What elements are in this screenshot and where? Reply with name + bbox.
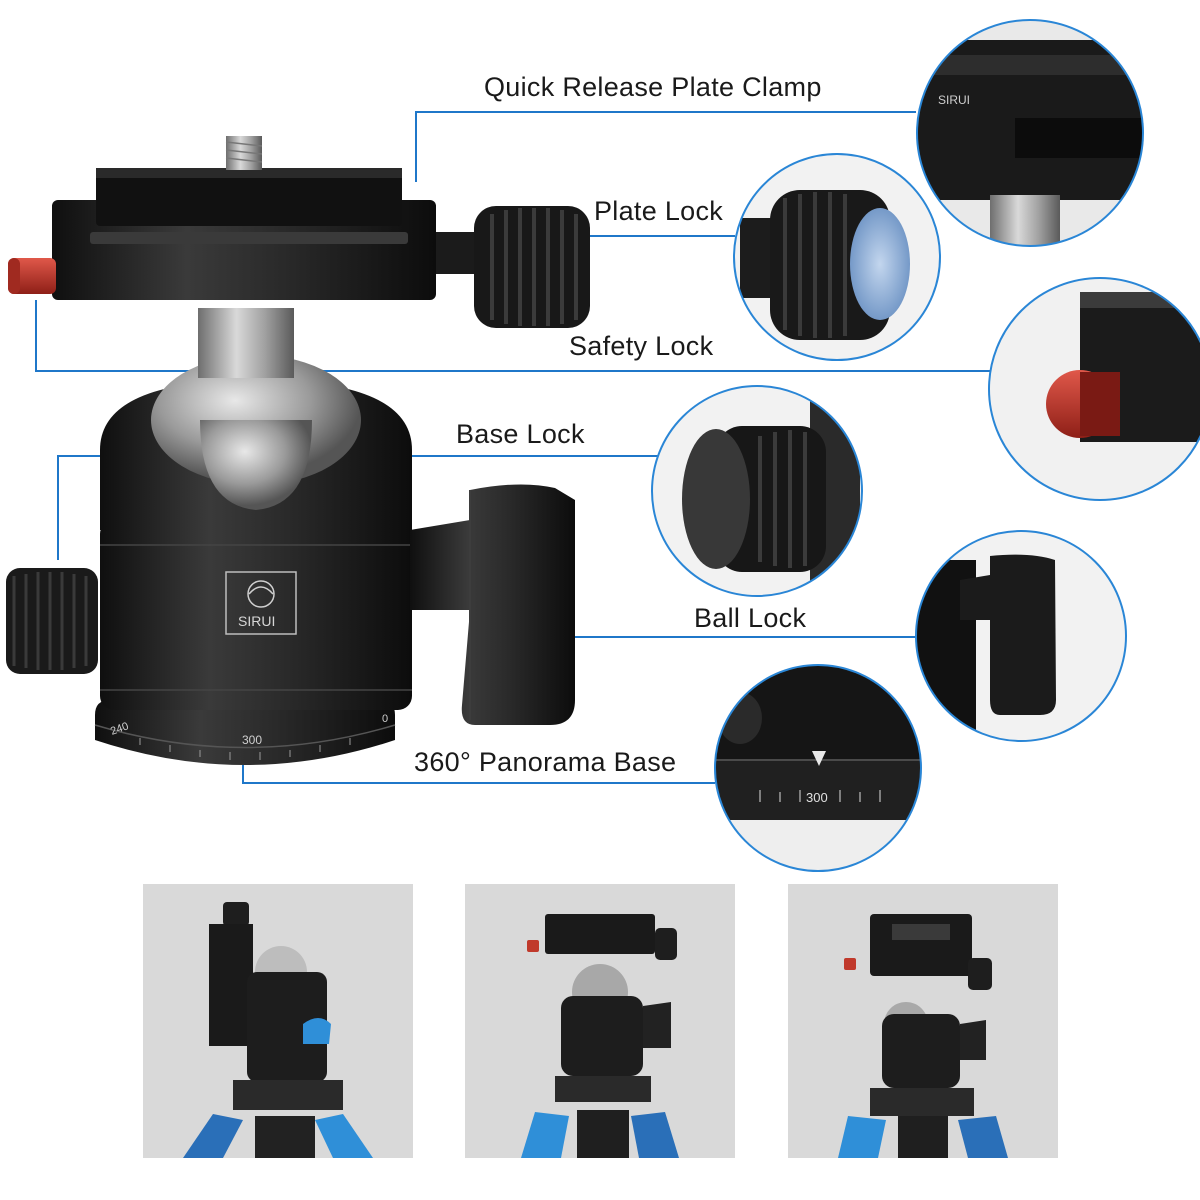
- thumbnail-side-view: [143, 884, 413, 1158]
- zoom-circle-panorama-base: 300: [714, 664, 922, 872]
- label-safety-lock: Safety Lock: [569, 331, 714, 361]
- line-safety-lock: [35, 300, 990, 372]
- quick-release-clamp: [8, 136, 436, 300]
- ball-head-main-image: 300 240 0 SIRUI: [6, 136, 590, 765]
- label-plate-lock: Plate Lock: [594, 196, 724, 226]
- ball-lock-lever: [410, 484, 575, 725]
- scale-label-300: 300: [242, 733, 262, 747]
- label-panorama-base: 360° Panorama Base: [414, 747, 677, 777]
- zoom-circle-base-lock: [651, 385, 863, 597]
- ball-neck: [198, 308, 294, 378]
- svg-text:SIRUI: SIRUI: [938, 93, 970, 107]
- zoom-circle-safety-lock: [988, 277, 1200, 501]
- ball-head-body: [100, 520, 412, 710]
- line-panorama: [242, 765, 715, 784]
- base-lock-knob: [6, 568, 98, 674]
- zoom-circle-plate-lock: [733, 153, 941, 361]
- line-quick-release: [415, 111, 916, 182]
- scale-label-0: 0: [382, 713, 388, 725]
- sirui-logo: SIRUI: [225, 571, 297, 635]
- logo-text: SIRUI: [238, 613, 275, 629]
- thumbnail-front-view: [465, 884, 735, 1158]
- scale-label-240: 240: [109, 720, 130, 738]
- plate-lock-knob: [436, 206, 590, 328]
- label-base-lock: Base Lock: [456, 419, 585, 449]
- zoom-circle-quick-release: SIRUI: [916, 19, 1144, 247]
- line-base-lock: [57, 455, 660, 560]
- label-quick-release-plate-clamp: Quick Release Plate Clamp: [484, 72, 822, 102]
- label-ball-lock: Ball Lock: [694, 603, 807, 633]
- thumbnail-top-view: [788, 884, 1058, 1158]
- zoom-circle-ball-lock: [915, 530, 1127, 742]
- zoom-scale-label-300: 300: [806, 790, 828, 805]
- callout-lines: [35, 111, 990, 784]
